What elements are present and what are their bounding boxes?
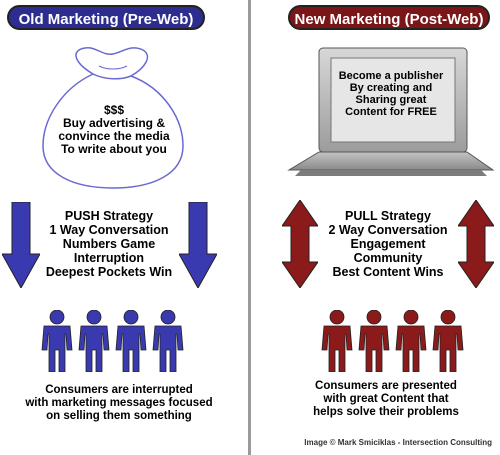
- push-line-5: Deepest Pockets Win: [45, 265, 173, 279]
- pull-arrow-left-icon: [282, 200, 318, 288]
- push-arrow-left-icon: [2, 202, 40, 288]
- person-icon: [358, 310, 390, 372]
- old-consumer-text: Consumers are interrupted with marketing…: [16, 384, 222, 423]
- new-consumer-line-3: helps solve their problems: [313, 406, 459, 418]
- consumers-right-group: [320, 310, 465, 372]
- person-icon: [152, 310, 184, 372]
- screen-line-4: Content for FREE: [345, 106, 437, 118]
- push-line-3: Numbers Game: [62, 237, 156, 251]
- bag-line-3: convince the media: [58, 129, 170, 143]
- push-strategy-text: PUSH Strategy 1 Way Conversation Numbers…: [44, 209, 174, 279]
- laptop-icon: [287, 47, 495, 176]
- bag-text: $$$ Buy advertising & convince the media…: [58, 104, 170, 156]
- money-bag-icon: [42, 47, 184, 189]
- old-marketing-title: Old Marketing (Pre-Web): [7, 5, 205, 30]
- person-icon: [321, 310, 353, 372]
- pull-line-2: 2 Way Conversation: [328, 223, 448, 237]
- people-figures: [41, 310, 184, 372]
- consumers-left-group: [40, 310, 185, 372]
- pull-strategy-text: PULL Strategy 2 Way Conversation Engagem…: [322, 209, 454, 279]
- person-icon: [78, 310, 110, 372]
- person-icon: [432, 310, 464, 372]
- center-divider: [248, 0, 251, 455]
- new-consumer-line-1: Consumers are presented: [315, 380, 457, 392]
- pull-line-4: Community: [353, 251, 423, 265]
- screen-text: Become a publisher By creating and Shari…: [333, 70, 449, 118]
- person-icon: [41, 310, 73, 372]
- bag-line-1: $$$: [103, 103, 125, 117]
- pull-line-5: Best Content Wins: [332, 265, 444, 279]
- pull-arrow-right-icon: [458, 200, 494, 288]
- push-arrow-right-icon: [179, 202, 217, 288]
- person-icon: [115, 310, 147, 372]
- push-line-4: Interruption: [73, 251, 145, 265]
- bag-line-4: To write about you: [61, 142, 167, 156]
- new-consumer-line-2: with great Content that: [323, 393, 449, 405]
- push-line-1: PUSH Strategy: [64, 209, 154, 223]
- pull-line-1: PULL Strategy: [345, 209, 431, 223]
- old-consumer-line-3: on selling them something: [46, 410, 192, 422]
- new-consumer-text: Consumers are presented with great Conte…: [296, 380, 476, 419]
- image-credit: Image © Mark Smiciklas - Intersection Co…: [304, 438, 492, 447]
- push-line-2: 1 Way Conversation: [49, 223, 169, 237]
- pull-line-3: Engagement: [350, 237, 426, 251]
- people-figures: [321, 310, 464, 372]
- old-consumer-line-2: with marketing messages focused: [25, 397, 213, 409]
- old-consumer-line-1: Consumers are interrupted: [45, 384, 193, 396]
- new-marketing-title: New Marketing (Post-Web): [288, 5, 490, 30]
- screen-line-1: Become a publisher: [338, 70, 444, 82]
- person-icon: [395, 310, 427, 372]
- bag-line-2: Buy advertising &: [62, 116, 166, 130]
- screen-line-3: Sharing great: [355, 94, 427, 106]
- screen-line-2: By creating and: [349, 82, 433, 94]
